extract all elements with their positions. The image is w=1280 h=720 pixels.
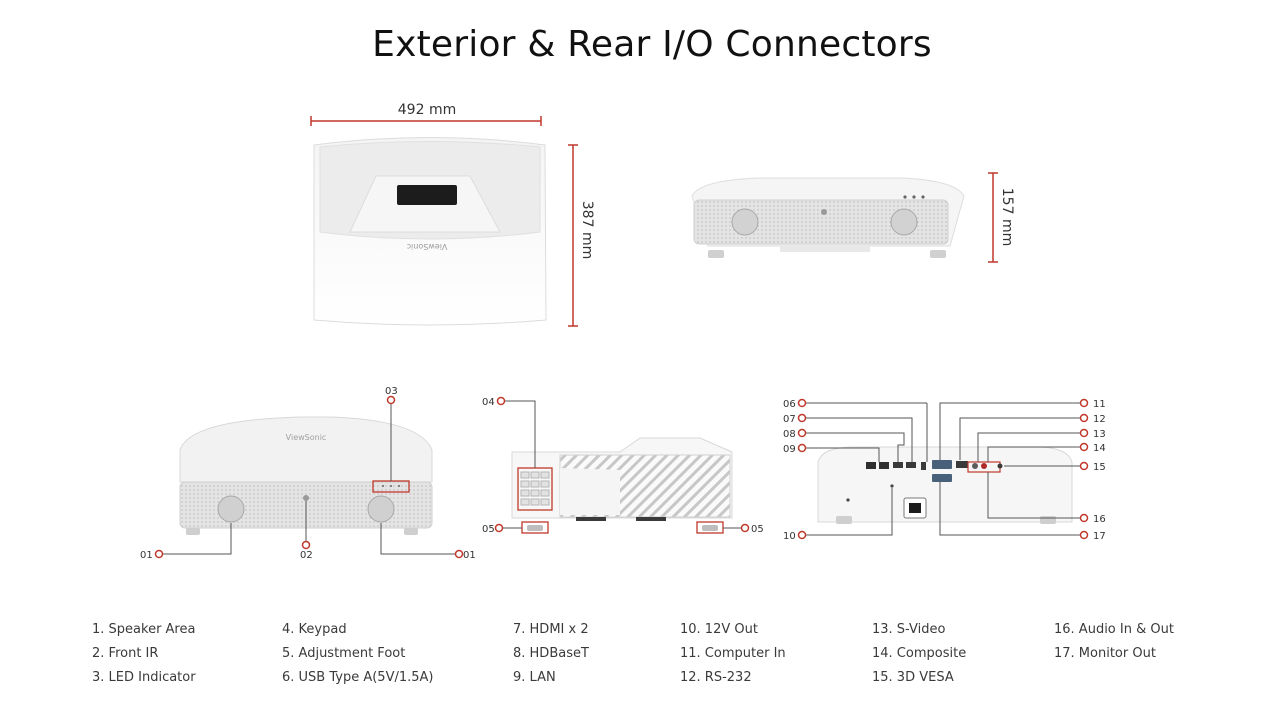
callout-label: 08	[783, 429, 796, 440]
callout-label: 09	[783, 444, 796, 455]
brand-logo-front: ViewSonic	[286, 433, 327, 442]
legend-item: 12. RS-232	[680, 670, 752, 685]
callout-label: 01	[463, 550, 476, 561]
front-view: ViewSonic	[163, 404, 455, 555]
callout-label: 16	[1093, 514, 1106, 525]
callout-label: 14	[1093, 443, 1106, 454]
callout-label: 17	[1093, 531, 1106, 542]
legend-item: 9. LAN	[513, 670, 556, 685]
callout-markers	[154, 395, 1089, 559]
legend-item: 16. Audio In & Out	[1054, 622, 1174, 637]
callout-label: 06	[783, 399, 796, 410]
callout-label: 12	[1093, 414, 1106, 425]
legend-item: 5. Adjustment Foot	[282, 646, 406, 661]
callout-label: 05	[482, 524, 495, 535]
projector-rear-body	[817, 446, 1073, 523]
callout-label: 11	[1093, 399, 1106, 410]
legend-item: 4. Keypad	[282, 622, 347, 637]
brand-logo-top: ViewSonic	[407, 242, 448, 251]
legend-item: 13. S-Video	[872, 622, 946, 637]
legend-item: 6. USB Type A(5V/1.5A)	[282, 670, 434, 685]
callout-label: 05	[751, 524, 764, 535]
callout-label: 15	[1093, 462, 1106, 473]
lens-window	[397, 185, 457, 205]
legend-item: 7. HDMI x 2	[513, 622, 589, 637]
callout-label: 01	[140, 550, 153, 561]
callout-label: 03	[385, 386, 398, 397]
legend-item: 11. Computer In	[680, 646, 786, 661]
legend-item: 14. Composite	[872, 646, 967, 661]
height-label: 157 mm	[999, 188, 1015, 246]
callout-label: 10	[783, 531, 796, 542]
rear-io-view	[806, 402, 1080, 536]
legend-item: 15. 3D VESA	[872, 670, 954, 685]
page-title: Exterior & Rear I/O Connectors	[372, 24, 932, 65]
callout-label: 04	[482, 397, 495, 408]
callout-label: 13	[1093, 429, 1106, 440]
projector-front-body	[179, 416, 433, 483]
legend-item: 1. Speaker Area	[92, 622, 196, 637]
legend-item: 2. Front IR	[92, 646, 159, 661]
width-label: 492 mm	[398, 102, 456, 118]
legend-item: 10. 12V Out	[680, 622, 758, 637]
depth-label: 387 mm	[579, 201, 595, 259]
legend-item: 3. LED Indicator	[92, 670, 196, 685]
callout-labels: 01 01 02 03 04 05 05 06 07 08 09 10 11 1…	[140, 386, 1106, 561]
side-view: 157 mm	[691, 172, 1015, 263]
top-view: 492 mm ViewSonic 387 mm	[310, 102, 595, 327]
callout-label: 02	[300, 550, 313, 561]
speaker-grille-side	[693, 199, 949, 245]
legend-item: 17. Monitor Out	[1054, 646, 1156, 661]
keypad-view	[503, 400, 741, 534]
callout-label: 07	[783, 414, 796, 425]
legend-item: 8. HDBaseT	[513, 646, 589, 661]
